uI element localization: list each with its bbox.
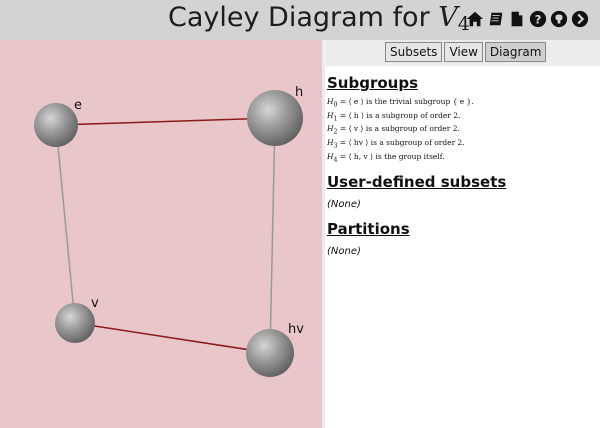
subgroup-generators: ⟨ h ⟩ [348,110,367,120]
subgroup-description: is a subgroup of order 2. [365,124,460,134]
subgroup-symbol: H [327,138,334,148]
subgroup-generators: ⟨ v ⟩ [348,124,366,134]
partitions-heading: Partitions [327,219,410,238]
subgroup-item[interactable]: H2 = ⟨ v ⟩ is a subgroup of order 2. [327,124,460,136]
edge-e-h[interactable] [55,117,276,126]
subgroup-description: is the group itself. [375,151,445,161]
home-icon[interactable] [466,10,484,28]
subgroup-index: 0 [333,101,338,109]
subgroup-generators: ⟨ e ⟩ [348,97,367,106]
node-v[interactable] [55,303,95,343]
edge-v-hv[interactable] [74,322,271,354]
subgroup-index: 1 [333,115,338,123]
edge-e-v[interactable] [55,124,76,324]
subgroup-generators: ⟨ hv ⟩ [348,138,371,148]
tab-diagram[interactable]: Diagram [484,42,547,62]
subgroup-list: H0 = ⟨ e ⟩ is the trivial subgroup { e }… [327,97,597,166]
tab-bar: Subsets View Diagram [325,40,600,66]
subgroup-index: 3 [333,142,338,150]
info-panel: Subsets View Diagram Subgroups H0 = ⟨ e … [325,40,600,428]
subgroup-item[interactable]: H4 = ⟨ h, v ⟩ is the group itself. [327,151,445,164]
document-icon[interactable] [508,10,526,28]
group-subscript: 4 [457,13,470,35]
group-name: V [438,2,458,33]
subgroup-description: is a subgroup of order 2. [370,138,465,148]
subgroup-index: 2 [333,128,338,136]
subgroup-symbol: H [327,124,334,134]
toolbar-icons: ? [466,9,589,29]
subgroup-symbol: H [327,97,334,106]
subgroups-heading: Subgroups [327,74,419,92]
node-h[interactable] [247,90,303,146]
panel-content: Subgroups H0 = ⟨ e ⟩ is the trivial subg… [327,74,597,257]
subgroup-generators: ⟨ h, v ⟩ [348,151,376,161]
tab-subsets[interactable]: Subsets [385,42,443,62]
subgroup-description: is a subgroup of order 2. [366,110,461,120]
pane-divider[interactable] [322,40,325,428]
subgroup-symbol: H [327,151,334,161]
node-label-e: e [74,98,82,113]
next-icon[interactable] [571,10,589,28]
subgroup-description: is the trivial subgroup { e }. [366,97,474,106]
svg-text:?: ? [535,13,542,27]
github-icon[interactable] [550,10,568,28]
node-hv[interactable] [246,329,294,377]
page-title: Cayley Diagram for V4 [168,2,470,35]
app-header: Cayley Diagram for V4 ? [0,0,600,40]
partitions-empty: (None) [327,245,361,257]
node-e[interactable] [34,103,78,147]
node-label-hv: hv [288,322,304,337]
subgroup-item[interactable]: H3 = ⟨ hv ⟩ is a subgroup of order 2. [327,138,465,150]
help-icon[interactable]: ? [529,10,547,28]
subgroup-item[interactable]: H0 = ⟨ e ⟩ is the trivial subgroup { e }… [327,97,474,109]
tab-view[interactable]: View [444,42,483,62]
node-label-v: v [91,296,99,311]
subgroup-item[interactable]: H1 = ⟨ h ⟩ is a subgroup of order 2. [327,110,461,123]
subgroup-index: 4 [333,156,338,164]
subgroup-symbol: H [327,110,334,120]
edge-h-hv[interactable] [269,117,276,354]
node-label-h: h [295,85,303,100]
user-subsets-empty: (None) [327,198,361,210]
user-subsets-heading: User-defined subsets [327,172,507,191]
book-icon[interactable] [487,10,505,28]
